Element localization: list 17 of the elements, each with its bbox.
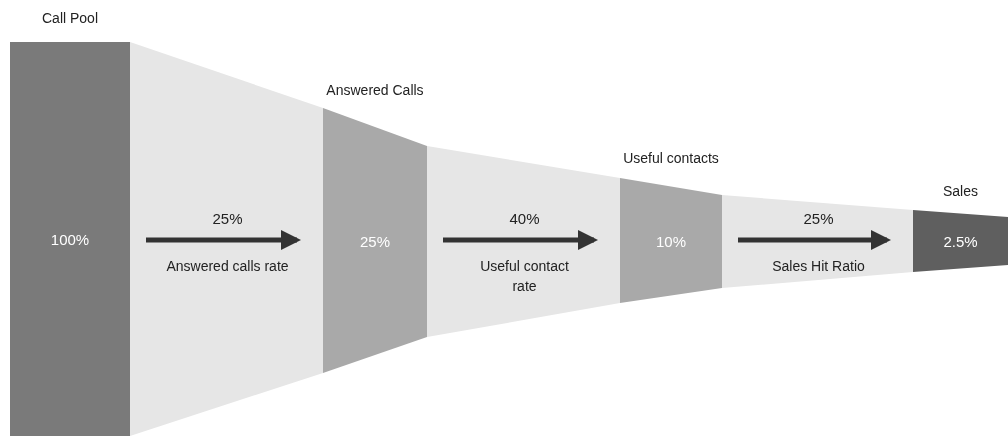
rate-label: Answered calls rate	[165, 257, 290, 276]
arrow	[146, 230, 301, 250]
percentage-value: 25%	[360, 232, 390, 249]
arrow	[443, 230, 598, 250]
stage-title: Call Pool	[41, 10, 99, 26]
arrow	[738, 230, 891, 250]
stage-title: Answered Calls	[325, 82, 425, 98]
percentage-value: 10%	[656, 232, 686, 249]
edge-label: 40%	[509, 210, 540, 227]
stage-title: Sales	[942, 183, 979, 199]
rate-label: Sales Hit Ratio	[771, 257, 866, 276]
edge-label: 25%	[803, 210, 834, 227]
rate-label: Useful contact rate	[479, 257, 570, 296]
edge-label: 25%	[212, 210, 243, 227]
percentage-value: 2.5%	[943, 232, 978, 250]
percentage-value: 100%	[50, 230, 90, 248]
stage-title: Useful contacts	[622, 150, 720, 166]
